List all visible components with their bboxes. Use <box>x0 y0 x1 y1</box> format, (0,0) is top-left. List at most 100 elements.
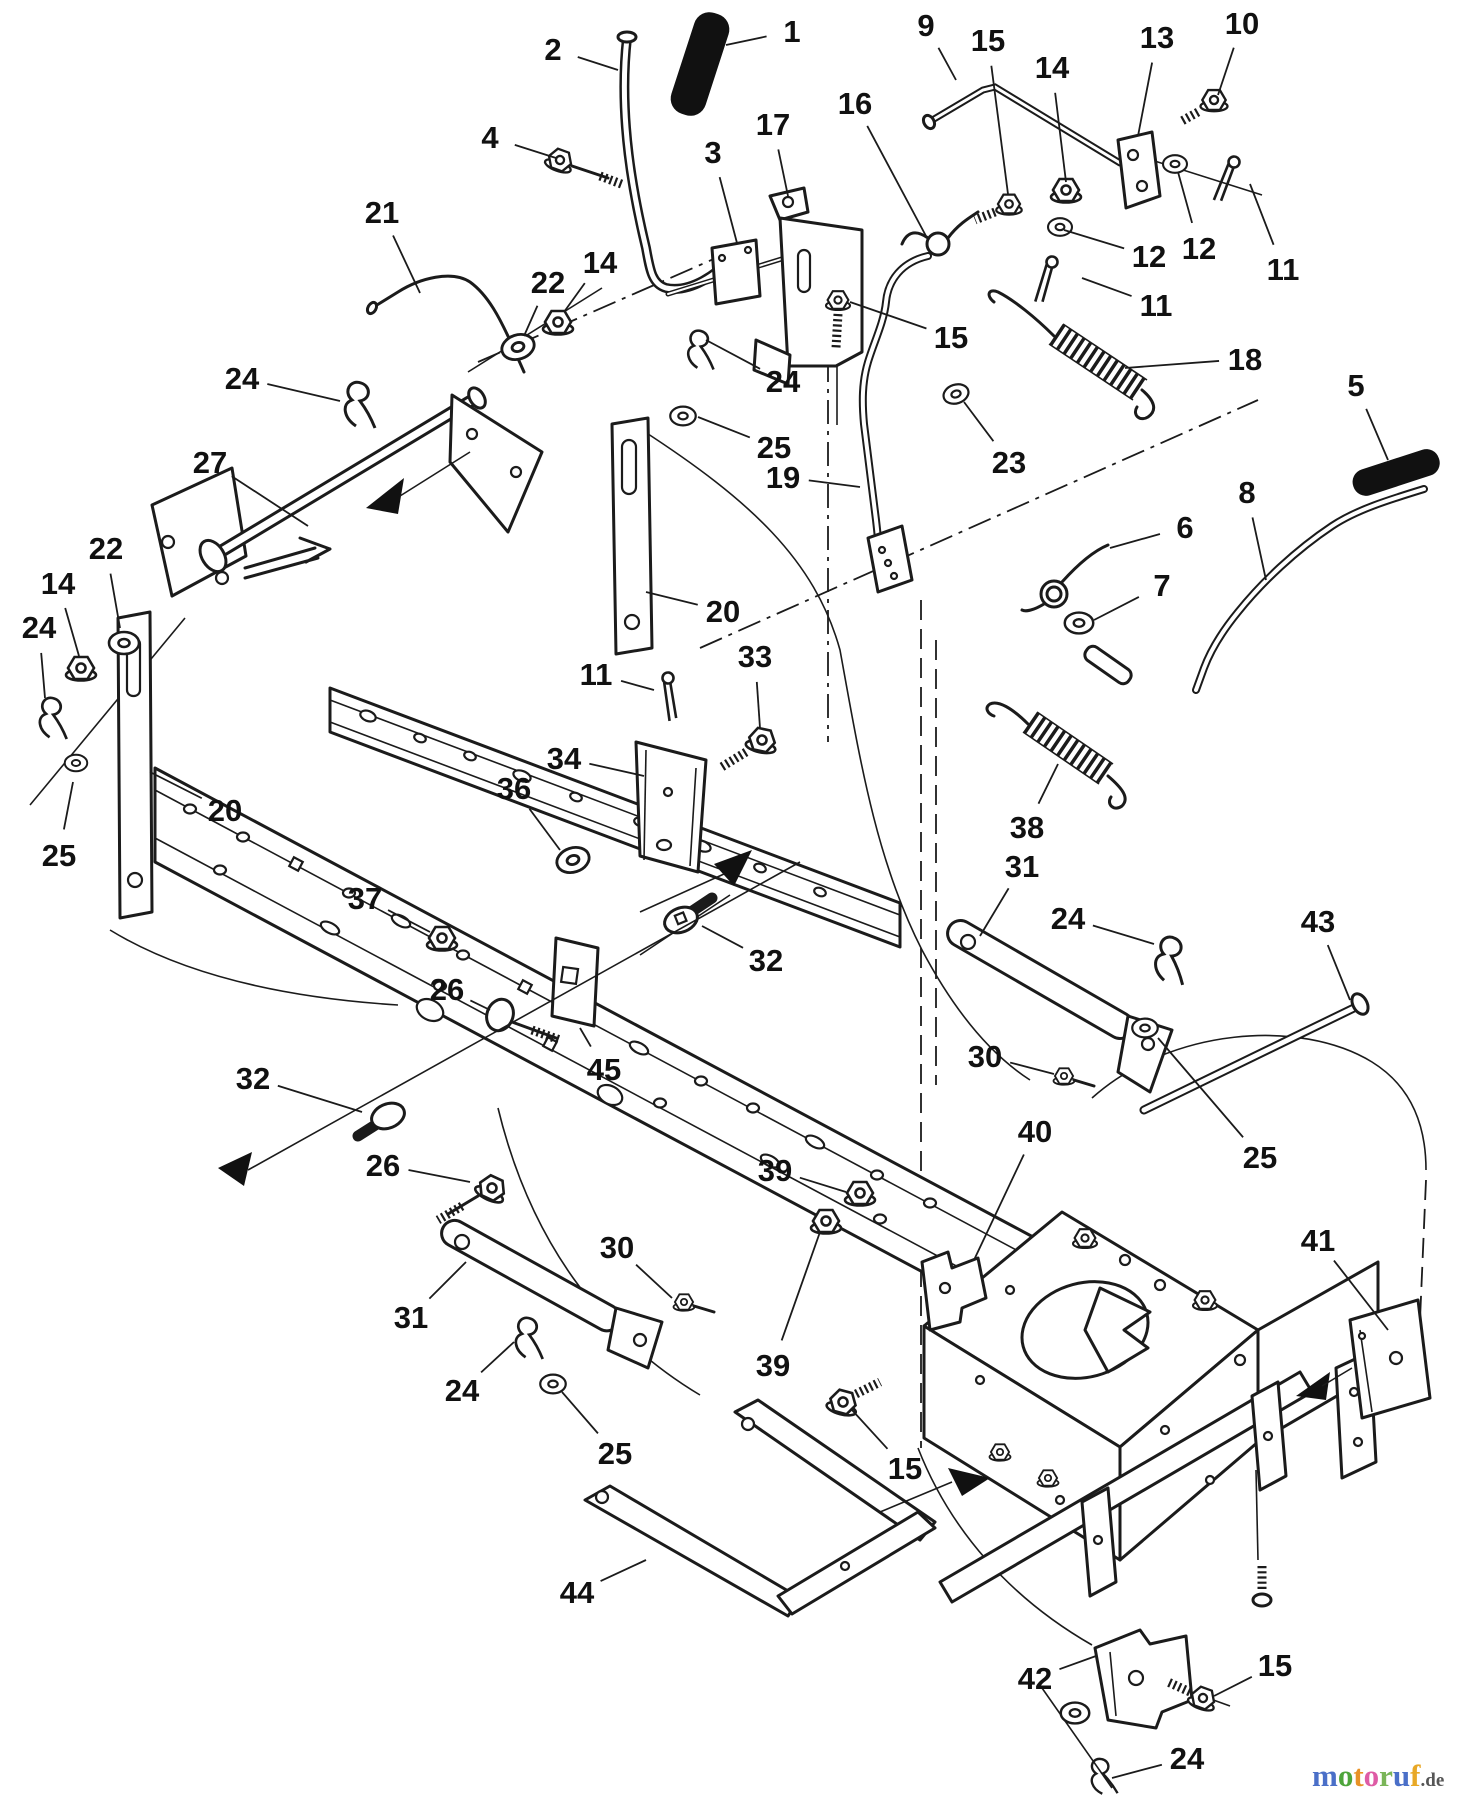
handle-assembly <box>542 12 980 386</box>
leader-line-18 <box>1124 360 1220 369</box>
callout-15: 15 <box>888 1451 922 1486</box>
callout-30: 30 <box>600 1230 634 1265</box>
leader-line-19 <box>808 479 861 488</box>
leader-line-38 <box>1037 763 1059 805</box>
callout-4: 4 <box>481 120 499 155</box>
leader-line-25 <box>1157 1037 1244 1138</box>
callout-15: 15 <box>971 23 1005 58</box>
callout-1: 1 <box>783 14 800 49</box>
callout-14: 14 <box>1035 50 1070 85</box>
leader-line-27 <box>231 475 309 527</box>
leader-line-24 <box>40 652 46 699</box>
callout-8: 8 <box>1238 475 1255 510</box>
callout-26: 26 <box>430 972 464 1007</box>
leader-line-24 <box>1092 924 1155 945</box>
callout-21: 21 <box>365 195 399 230</box>
leader-line-12 <box>1063 229 1125 250</box>
callout-24: 24 <box>225 361 260 396</box>
logo-letter-m: m <box>1312 1758 1338 1793</box>
callout-14: 14 <box>41 566 76 601</box>
callout-26: 26 <box>366 1148 400 1183</box>
callout-30: 30 <box>968 1039 1002 1074</box>
leader-line-32 <box>701 925 744 949</box>
leader-line-26 <box>408 1169 471 1183</box>
callout-12: 12 <box>1182 231 1216 266</box>
leader-line-7 <box>1093 596 1140 621</box>
lift-shaft-assembly <box>150 274 544 598</box>
callout-11: 11 <box>1267 252 1300 287</box>
callout-39: 39 <box>756 1348 790 1383</box>
leader-line-44 <box>600 1559 647 1582</box>
leader-line-16 <box>866 125 927 237</box>
callout-15: 15 <box>934 320 968 355</box>
callout-39: 39 <box>758 1153 792 1188</box>
callout-25: 25 <box>598 1436 632 1471</box>
leader-line-20 <box>645 591 698 606</box>
leader-line-21 <box>392 235 421 294</box>
callout-24: 24 <box>1170 1741 1205 1776</box>
callout-40: 40 <box>1018 1114 1052 1149</box>
logo-letter-r: r <box>1379 1758 1393 1793</box>
leader-line-15 <box>990 65 1009 195</box>
leader-line-15 <box>849 301 927 330</box>
leader-line-41 <box>1333 1259 1389 1331</box>
callout-25: 25 <box>757 430 791 465</box>
callout-24: 24 <box>1051 901 1086 936</box>
frame-rails <box>153 686 1037 1334</box>
callout-31: 31 <box>394 1300 428 1335</box>
logo-letter-o: o <box>1363 1758 1380 1793</box>
direction-arrows <box>218 451 1353 1513</box>
leader-line-30 <box>1009 1061 1055 1075</box>
leader-line-14 <box>563 282 586 313</box>
leader-line-42 <box>1059 1655 1097 1671</box>
callout-31: 31 <box>1005 849 1039 884</box>
callout-11: 11 <box>1140 288 1173 323</box>
leader-line-24 <box>705 339 761 370</box>
callout-10: 10 <box>1225 6 1259 41</box>
leader-line-1 <box>725 35 767 46</box>
leader-line-26 <box>469 999 491 1011</box>
leader-line-39 <box>780 1231 821 1341</box>
leader-line-22 <box>523 305 539 337</box>
leader-line-15 <box>1213 1675 1253 1697</box>
callout-13: 13 <box>1140 20 1174 55</box>
leader-line-37 <box>387 909 431 933</box>
logo-motoruf[interactable]: motoruf.de <box>1312 1758 1444 1794</box>
callout-18: 18 <box>1228 342 1262 377</box>
callout-45: 45 <box>587 1052 621 1087</box>
leader-line-40 <box>973 1154 1025 1261</box>
callout-24: 24 <box>22 610 57 645</box>
leader-line-11 <box>620 680 655 691</box>
leader-line-14 <box>64 607 80 657</box>
leader-line-34 <box>589 762 645 777</box>
leader-line-23 <box>963 401 995 442</box>
callout-44: 44 <box>560 1575 595 1610</box>
callout-14: 14 <box>583 245 618 280</box>
callout-32: 32 <box>749 943 783 978</box>
bottom-bracket-group <box>583 1377 1221 1798</box>
leader-line-13 <box>1137 62 1153 137</box>
leader-line-10 <box>1217 47 1235 96</box>
callout-3: 3 <box>704 135 721 170</box>
callout-5: 5 <box>1347 368 1364 403</box>
callout-6: 6 <box>1176 510 1193 545</box>
clutch-springs-levers <box>440 701 1370 1395</box>
callout-22: 22 <box>531 265 565 300</box>
logo-suffix: .de <box>1420 1770 1445 1791</box>
leader-line-25 <box>697 416 751 439</box>
logo-letter-f: f <box>1410 1758 1421 1793</box>
leader-line-32 <box>277 1084 363 1113</box>
logo-letter-t: t <box>1353 1758 1364 1793</box>
center-bracket-group <box>352 670 781 1224</box>
callout-11: 11 <box>580 657 613 692</box>
leader-line-17 <box>777 149 789 197</box>
callout-43: 43 <box>1301 904 1335 939</box>
leader-line-39 <box>799 1176 847 1193</box>
callout-24: 24 <box>766 364 801 399</box>
lift-lever-8 <box>1020 449 1440 694</box>
leader-line-25 <box>561 1391 599 1434</box>
callout-7: 7 <box>1153 568 1170 603</box>
leader-line-31 <box>979 887 1010 937</box>
